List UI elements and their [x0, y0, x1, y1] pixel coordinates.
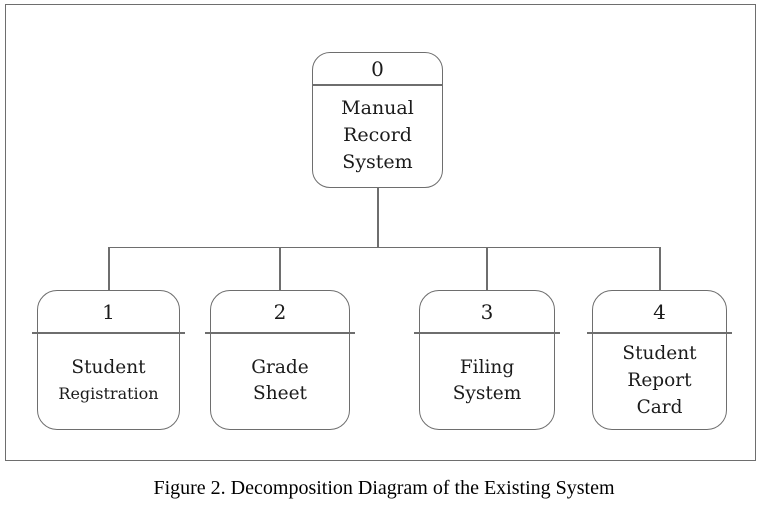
node-label: Manual Record System	[314, 86, 441, 185]
node-label-line: Student	[622, 343, 697, 364]
connector-drop-4	[659, 246, 661, 291]
node-grade-sheet: 2 Grade Sheet	[205, 290, 355, 430]
node-label-line: Sheet	[253, 382, 307, 404]
node-label-line: Grade	[251, 356, 309, 378]
node-divider	[414, 332, 560, 334]
connector-horizontal-bus	[108, 246, 660, 248]
node-id: 1	[102, 299, 115, 324]
connector-drop-2	[279, 246, 281, 291]
node-filing-system: 3 Filing System	[414, 290, 560, 430]
node-label-line: Student	[71, 356, 146, 378]
diagram-border	[5, 4, 756, 461]
node-label-line: System	[452, 382, 522, 404]
connector-drop-1	[108, 246, 110, 291]
figure-caption: Figure 2. Decomposition Diagram of the E…	[153, 477, 615, 499]
node-divider	[587, 332, 732, 334]
node-label-line: Card	[636, 397, 683, 418]
node-label-line: System	[342, 151, 413, 173]
node-id: 4	[653, 299, 666, 324]
node-label-line: Filing	[459, 356, 515, 378]
node-id: 3	[480, 299, 494, 324]
node-divider	[313, 84, 442, 86]
node-student-report-card: 4 Student Report Card	[587, 290, 732, 430]
node-label: Student Registration	[39, 334, 178, 427]
node-id: 2	[273, 299, 287, 324]
node-label: Grade Sheet	[212, 334, 348, 427]
connector-root-stem	[377, 188, 379, 247]
node-label-line: Registration	[58, 383, 159, 403]
node-label-line: Record	[343, 124, 412, 146]
node-manual-record-system: 0 Manual Record System	[312, 52, 443, 188]
node-label: Filing System	[421, 334, 553, 427]
node-divider	[32, 332, 185, 334]
node-label: Student Report Card	[594, 334, 725, 427]
node-label-line: Manual	[341, 97, 414, 119]
node-divider	[205, 332, 355, 334]
connector-drop-3	[486, 246, 488, 291]
node-label-line: Report	[627, 370, 692, 391]
node-student-registration: 1 Student Registration	[32, 290, 185, 430]
node-id: 0	[371, 56, 384, 81]
